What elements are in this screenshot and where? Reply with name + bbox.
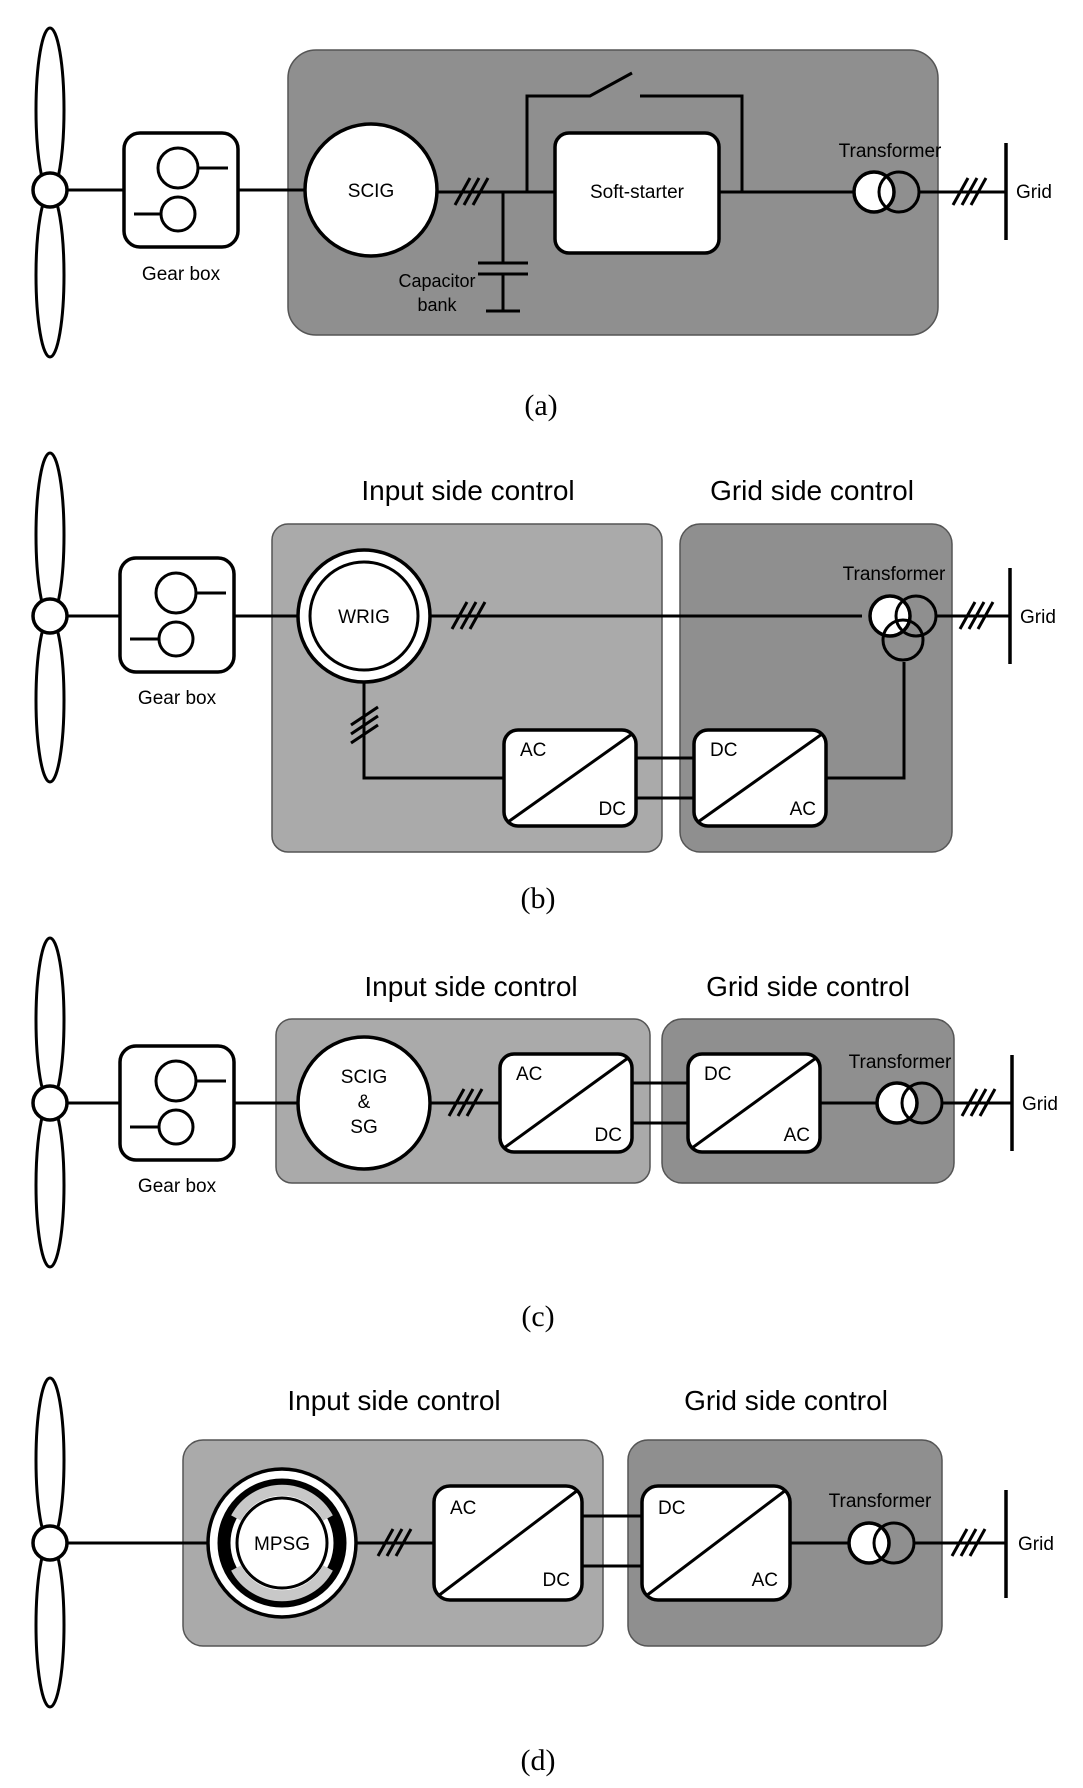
c-generator-label-1: SCIG (341, 1067, 387, 1088)
b-generator (296, 548, 432, 684)
d-generator (206, 1467, 358, 1619)
a-gear-box (122, 131, 240, 249)
d-rectifier-in-label: AC (450, 1498, 476, 1519)
a-three-phase-icon-2 (951, 177, 988, 206)
b-wind-turbine-icon (31, 451, 69, 784)
c-three-phase-icon (447, 1088, 484, 1117)
c-gear-box-icon (130, 1059, 226, 1146)
b-rectifier-out-label: DC (599, 799, 626, 820)
b-three-phase-icon-2 (350, 705, 379, 745)
d-transformer-label: Transformer (829, 1491, 932, 1512)
a-bypass-switch-icon (525, 71, 744, 192)
c-inverter (686, 1052, 822, 1154)
a-wind-turbine-icon (31, 26, 69, 359)
b-transformer-label: Transformer (843, 564, 946, 585)
b-three-phase-icon (450, 601, 487, 630)
c-caption: (c) (521, 1300, 554, 1333)
a-capacitor-label-1: Capacitor (398, 271, 475, 291)
diagram-b: Input side control Grid side control Gea… (31, 451, 1056, 915)
d-magnet-top (231, 1484, 333, 1521)
d-generator-label: MPSG (254, 1534, 310, 1555)
diagram-a: Gear box SCIG Capacitor bank Soft- (31, 26, 1052, 422)
d-caption: (d) (521, 1744, 556, 1777)
a-gear-box-icon (134, 146, 228, 233)
c-generator-label-3: SG (350, 1117, 377, 1138)
d-inverter-out-label: AC (752, 1570, 778, 1591)
diagram-c: Input side control Grid side control Gea… (31, 936, 1058, 1333)
c-transformer-label: Transformer (849, 1052, 952, 1073)
c-input-side-heading: Input side control (364, 971, 577, 1002)
b-rectifier-in-label: AC (520, 740, 546, 761)
d-inverter-in-label: DC (658, 1498, 685, 1519)
c-wind-turbine-icon (31, 936, 69, 1269)
b-inverter-in-label: DC (710, 740, 737, 761)
d-magnet-bottom (231, 1565, 333, 1602)
d-three-phase-icon (376, 1528, 413, 1557)
a-three-phase-icon (453, 177, 490, 206)
d-inverter (640, 1484, 792, 1602)
d-grid-side-heading: Grid side control (684, 1385, 888, 1416)
b-inverter (692, 728, 828, 828)
a-grid-label: Grid (1016, 182, 1052, 203)
d-three-phase-icon-2 (950, 1528, 987, 1557)
c-rectifier-in-label: AC (516, 1064, 542, 1085)
b-gear-box-label: Gear box (138, 688, 217, 709)
b-transformer-icon (868, 594, 938, 662)
a-transformer-label: Transformer (839, 141, 942, 162)
c-inverter-in-label: DC (704, 1064, 731, 1085)
a-generator-label: SCIG (348, 181, 394, 202)
b-inverter-out-label: AC (790, 799, 816, 820)
c-grid-side-heading: Grid side control (706, 971, 910, 1002)
c-gear-box-label: Gear box (138, 1176, 217, 1197)
a-gear-box-label: Gear box (142, 264, 221, 285)
a-transformer-icon (852, 170, 921, 214)
d-wind-turbine-icon (31, 1376, 69, 1709)
c-inverter-out-label: AC (784, 1125, 810, 1146)
diagram-d: Input side control Grid side control MPS… (31, 1376, 1054, 1777)
b-inverter-to-transformer-line (826, 662, 906, 780)
b-generator-label: WRIG (338, 607, 390, 628)
b-input-side-heading: Input side control (361, 475, 574, 506)
c-three-phase-icon-2 (960, 1088, 997, 1117)
b-rotor-line (362, 682, 504, 780)
d-rectifier (432, 1484, 584, 1602)
b-three-phase-icon-3 (958, 601, 995, 630)
a-capacitor-label-2: bank (417, 295, 457, 315)
d-input-side-heading: Input side control (287, 1385, 500, 1416)
b-gear-box-icon (130, 571, 226, 658)
a-soft-starter-label: Soft-starter (590, 182, 685, 203)
a-caption: (a) (524, 389, 557, 422)
c-generator-label-2: & (358, 1092, 371, 1113)
c-gear-box (118, 1044, 236, 1162)
b-grid-side-heading: Grid side control (710, 475, 914, 506)
a-generator (303, 122, 439, 258)
d-grid-label: Grid (1018, 1534, 1054, 1555)
c-grid-label: Grid (1022, 1094, 1058, 1115)
b-caption: (b) (521, 882, 556, 915)
b-gear-box (118, 556, 236, 674)
d-rectifier-out-label: DC (543, 1570, 570, 1591)
a-capacitor-bank-icon (478, 192, 528, 313)
b-grid-label: Grid (1020, 607, 1056, 628)
b-rectifier (502, 728, 638, 828)
c-rectifier-out-label: DC (595, 1125, 622, 1146)
c-rectifier (498, 1052, 634, 1154)
